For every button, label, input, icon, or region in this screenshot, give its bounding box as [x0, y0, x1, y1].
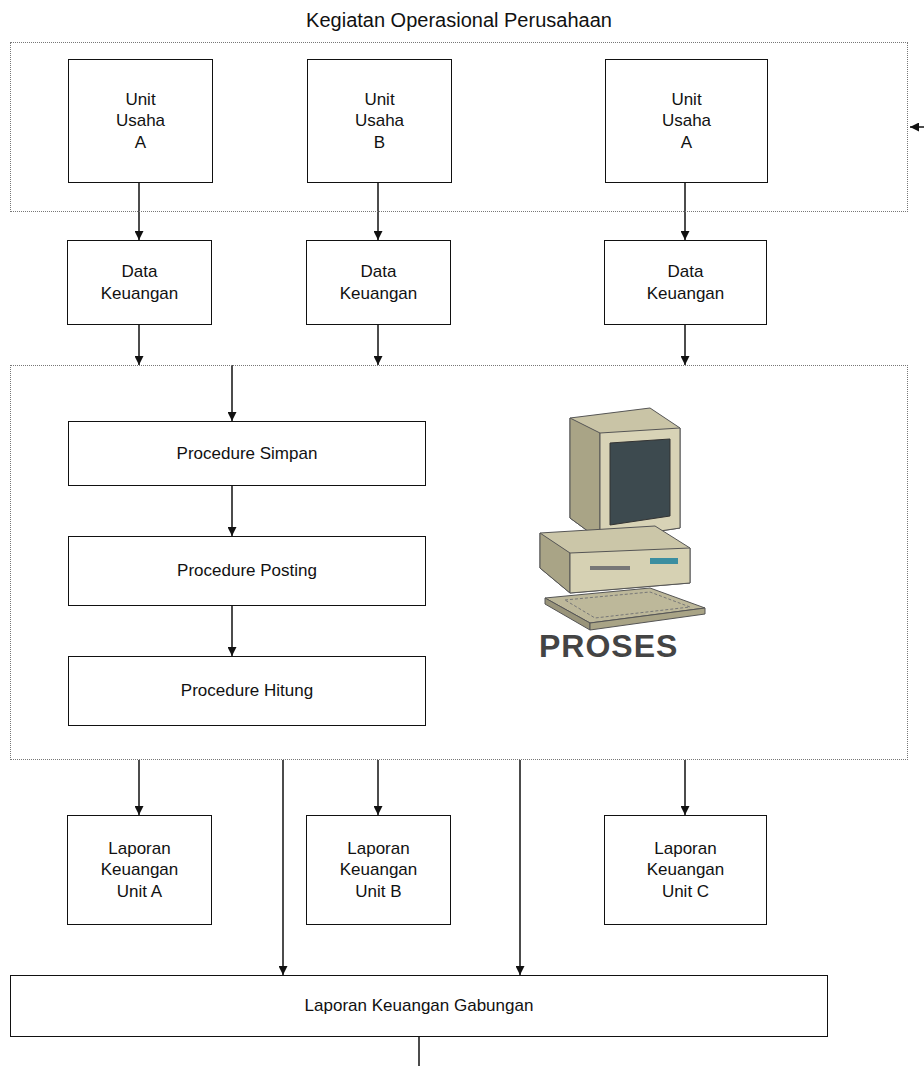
input-arrow: [910, 126, 924, 128]
flow-arrow: [519, 760, 521, 975]
output-line: [418, 1037, 420, 1066]
box-label: Laporan Keuangan Unit C: [640, 838, 732, 902]
box-label: Procedure Hitung: [181, 680, 313, 701]
business-unit-box: Unit Usaha A: [68, 59, 213, 183]
process-label: PROSES: [539, 628, 678, 665]
flow-arrow: [684, 325, 686, 365]
data-box: Data Keuangan: [67, 240, 212, 325]
procedure-box: Procedure Posting: [68, 536, 426, 606]
box-label: Data Keuangan: [640, 261, 732, 304]
box-label: Data Keuangan: [94, 261, 186, 304]
report-box: Laporan Keuangan Unit C: [604, 815, 767, 925]
box-label: Unit Usaha A: [110, 89, 172, 153]
data-box: Data Keuangan: [306, 240, 451, 325]
flow-arrow: [231, 365, 233, 421]
procedure-box: Procedure Hitung: [68, 656, 426, 726]
data-box: Data Keuangan: [604, 240, 767, 325]
flow-arrow: [282, 760, 284, 975]
box-label: Procedure Simpan: [177, 443, 318, 464]
business-unit-box: Unit Usaha A: [605, 59, 768, 183]
flow-arrow: [138, 760, 140, 815]
process-group: PROSES Procedure SimpanProcedure PostingP…: [10, 365, 908, 760]
flow-arrow: [231, 486, 233, 536]
box-label: Unit Usaha A: [656, 89, 718, 153]
report-box: Laporan Keuangan Unit B: [306, 815, 451, 925]
box-label: Procedure Posting: [177, 560, 317, 581]
box-label: Unit Usaha B: [349, 89, 411, 153]
box-label: Laporan Keuangan Gabungan: [305, 995, 534, 1016]
group-heading: Kegiatan Operasional Perusahaan: [11, 9, 907, 32]
operations-group: Kegiatan Operasional PerusahaanUnit Usah…: [10, 42, 908, 212]
box-label: Laporan Keuangan Unit A: [94, 838, 186, 902]
combined-report-box: Laporan Keuangan Gabungan: [10, 975, 828, 1037]
flow-arrow: [138, 325, 140, 365]
box-label: Data Keuangan: [333, 261, 425, 304]
flow-arrow: [231, 606, 233, 656]
flow-arrow: [377, 760, 379, 815]
business-unit-box: Unit Usaha B: [307, 59, 452, 183]
flow-arrow: [684, 760, 686, 815]
report-box: Laporan Keuangan Unit A: [67, 815, 212, 925]
flow-arrow: [377, 325, 379, 365]
box-label: Laporan Keuangan Unit B: [333, 838, 425, 902]
procedure-box: Procedure Simpan: [68, 421, 426, 486]
